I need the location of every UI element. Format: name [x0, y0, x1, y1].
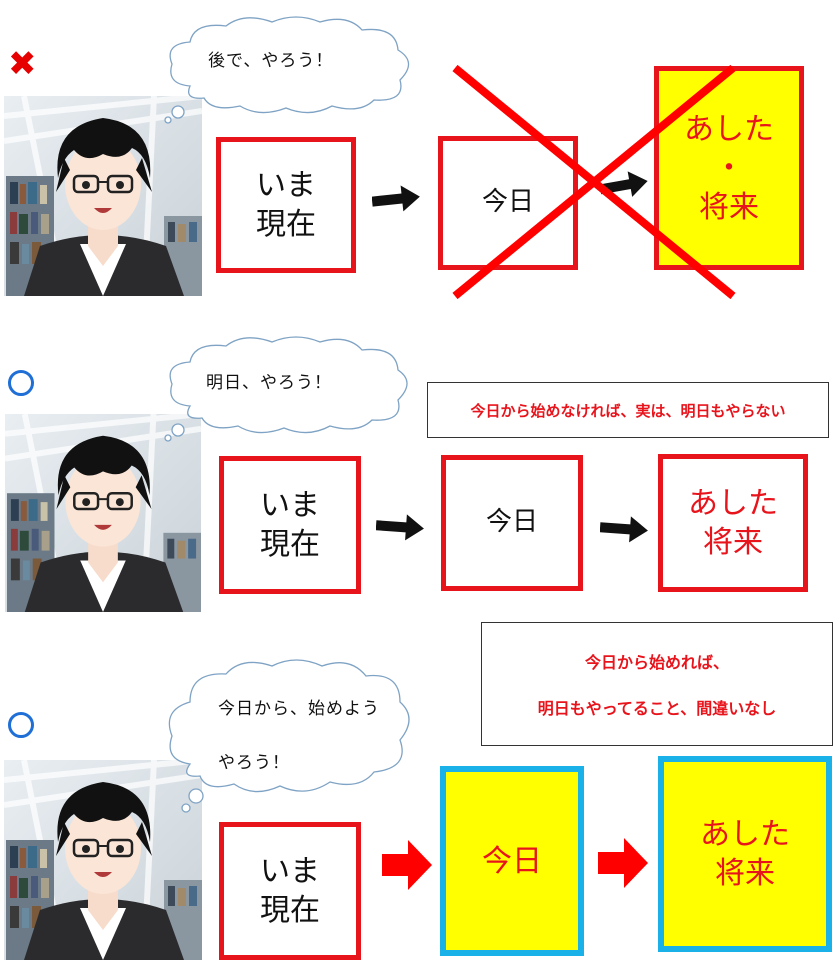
note-box: 今日から始めなければ、実は、明日もやらない: [427, 382, 829, 438]
box-future: あした ・ 将来: [654, 66, 804, 270]
arrow-right-icon: [376, 514, 424, 541]
thought-bubble: 後で、やろう！: [160, 14, 422, 124]
avatar: [4, 414, 202, 612]
character-illustration: [4, 414, 202, 612]
box-future: あした 将来: [658, 454, 808, 592]
note-text: 今日から始めなければ、実は、明日もやらない: [470, 401, 786, 420]
box-now-line-1: いま: [256, 168, 316, 203]
avatar: [4, 758, 202, 962]
box-now-line-1: いま: [260, 854, 320, 889]
box-future-line-1: あした: [684, 111, 774, 147]
box-now: いま 現在: [219, 822, 361, 960]
circle-mark-icon: [8, 370, 34, 396]
box-future-line-3: 将来: [699, 189, 759, 225]
cross-mark-icon: ✖: [8, 44, 37, 84]
box-today-label: 今日: [485, 507, 538, 538]
box-future: あした 将来: [658, 756, 832, 952]
box-now: いま 現在: [219, 456, 361, 594]
arrow-right-icon: [598, 838, 648, 888]
box-future-line-2: ・: [714, 150, 744, 186]
box-future-line-2: 将来: [715, 856, 775, 891]
box-today-label: 今日: [482, 843, 542, 879]
thought-text: 後で、やろう！: [208, 51, 334, 71]
box-now-line-2: 現在: [256, 207, 316, 242]
box-today-label: 今日: [481, 187, 534, 218]
thought-text-line-1: 今日から、始めよう: [218, 699, 380, 719]
box-future-line-1: あした: [688, 486, 778, 521]
box-future-line-2: 将来: [703, 525, 763, 560]
box-today: 今日: [441, 455, 583, 591]
thought-text-line-2: やろう！: [218, 753, 290, 773]
thought-bubble: 明日、やろう！: [160, 336, 418, 442]
box-now: いま 現在: [216, 137, 356, 273]
box-today: 今日: [438, 136, 578, 270]
character-illustration: [4, 96, 202, 296]
circle-mark-icon: [8, 712, 34, 738]
box-now-line-1: いま: [260, 488, 320, 523]
box-future-line-1: あした: [700, 817, 790, 852]
note-box: 今日から始めれば、 明日もやってること、間違いなし: [481, 622, 833, 746]
thought-text: 明日、やろう！: [206, 373, 332, 393]
avatar: [4, 96, 202, 296]
box-today: 今日: [440, 766, 584, 956]
arrow-right-icon: [372, 185, 420, 212]
arrow-right-icon: [382, 840, 432, 890]
arrow-right-icon: [600, 516, 648, 543]
note-text-line-2: 明日もやってること、間違いなし: [537, 699, 777, 718]
box-now-line-2: 現在: [260, 527, 320, 562]
thought-bubble: 今日から、始めよう やろう！: [160, 656, 420, 816]
arrow-right-icon: [600, 171, 648, 197]
box-now-line-2: 現在: [260, 893, 320, 928]
note-text-line-1: 今日から始めれば、: [584, 653, 729, 672]
